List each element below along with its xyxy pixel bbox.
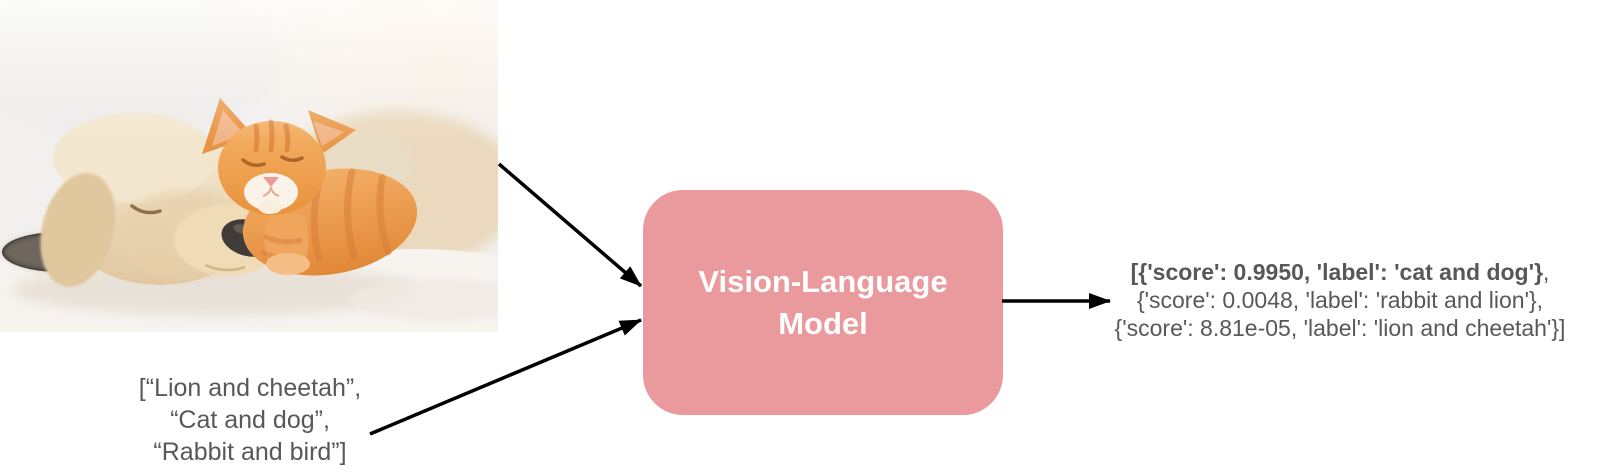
- output-result-1: [{'score': 0.9950, 'label': 'cat and dog…: [1080, 258, 1600, 286]
- output-result-3: {'score': 8.81e-05, 'label': 'lion and c…: [1114, 315, 1566, 341]
- model-box-label-line1: Vision-Language: [698, 263, 948, 299]
- model-box-label: Vision-Language Model: [698, 261, 947, 345]
- arrow-image-to-model: [497, 162, 643, 288]
- output-top-result-tail: ,: [1543, 259, 1550, 285]
- labels-line-2: “Cat and dog”,: [170, 406, 330, 434]
- output-top-result: [{'score': 0.9950, 'label': 'cat and dog…: [1130, 259, 1544, 285]
- arrow-labels-to-model: [369, 318, 642, 436]
- photo-light-overlay: [0, 0, 498, 140]
- model-box-label-line2: Model: [778, 305, 868, 341]
- input-photo-cat-and-dog: [0, 0, 498, 332]
- output-result-2: {'score': 0.0048, 'label': 'rabbit and l…: [1136, 287, 1544, 313]
- model-box: Vision-Language Model: [643, 190, 1003, 415]
- labels-line-1: [“Lion and cheetah”,: [138, 374, 362, 402]
- cat-and-dog-illustration: [0, 0, 498, 332]
- labels-line-3: “Rabbit and bird”]: [153, 438, 347, 466]
- model-output-text: [{'score': 0.9950, 'label': 'cat and dog…: [1080, 258, 1600, 342]
- candidate-labels-text: [“Lion and cheetah”, “Cat and dog”, “Rab…: [100, 372, 400, 468]
